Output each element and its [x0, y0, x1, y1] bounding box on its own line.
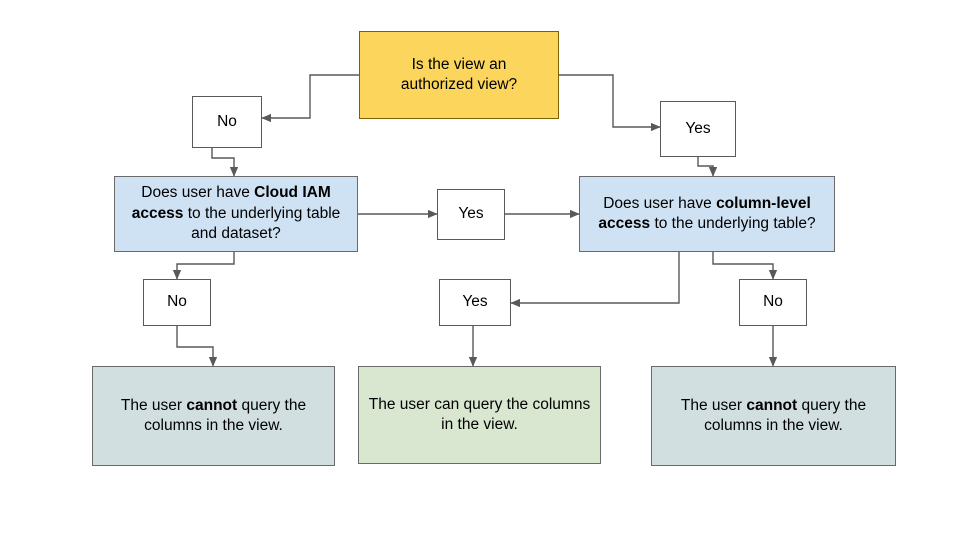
node-iam-decision[interactable]: Does user have Cloud IAM access to the u…	[114, 176, 358, 252]
edge-start-to-no	[261, 74, 359, 123]
edge-yes-to-column	[697, 157, 718, 177]
edge-iam-to-no	[172, 252, 235, 280]
edge-no-to-result-left	[176, 326, 218, 367]
node-column-decision-emphasis: column-level access	[598, 194, 811, 232]
node-start-yes-label: Yes	[685, 119, 711, 137]
edge-column-to-no	[712, 252, 778, 280]
node-column-no[interactable]: No	[739, 279, 807, 326]
node-iam-decision-label: Does user have Cloud IAM access to the u…	[131, 184, 341, 243]
node-result-right-emphasis: cannot	[746, 396, 798, 414]
edge-no-to-iam	[211, 148, 239, 177]
node-column-no-label: No	[763, 293, 783, 311]
node-column-decision[interactable]: Does user have column-level access to th…	[579, 176, 835, 252]
node-iam-no-label: No	[167, 293, 187, 311]
node-start-yes[interactable]: Yes	[660, 101, 736, 157]
edge-start-to-yes	[559, 74, 661, 132]
node-iam-no[interactable]: No	[143, 279, 211, 326]
node-result-left-label: The user cannot query the columns in the…	[120, 396, 307, 434]
edge-column-to-yes	[510, 252, 680, 308]
node-column-yes-label: Yes	[462, 293, 488, 311]
node-result-middle[interactable]: The user can query the columns in the vi…	[358, 366, 601, 464]
node-start-no[interactable]: No	[192, 96, 262, 148]
node-iam-decision-emphasis: Cloud IAM access	[131, 184, 331, 222]
node-result-right-label: The user cannot query the columns in the…	[680, 396, 867, 434]
node-result-left-emphasis: cannot	[186, 396, 238, 414]
node-result-middle-label: The user can query the columns in the vi…	[368, 395, 591, 433]
node-iam-yes-label: Yes	[458, 205, 484, 223]
node-result-right[interactable]: The user cannot query the columns in the…	[651, 366, 896, 466]
node-start-no-label: No	[217, 112, 237, 130]
node-column-yes[interactable]: Yes	[439, 279, 511, 326]
node-iam-yes[interactable]: Yes	[437, 189, 505, 240]
node-result-left[interactable]: The user cannot query the columns in the…	[92, 366, 335, 466]
node-column-decision-label: Does user have column-level access to th…	[598, 194, 816, 232]
